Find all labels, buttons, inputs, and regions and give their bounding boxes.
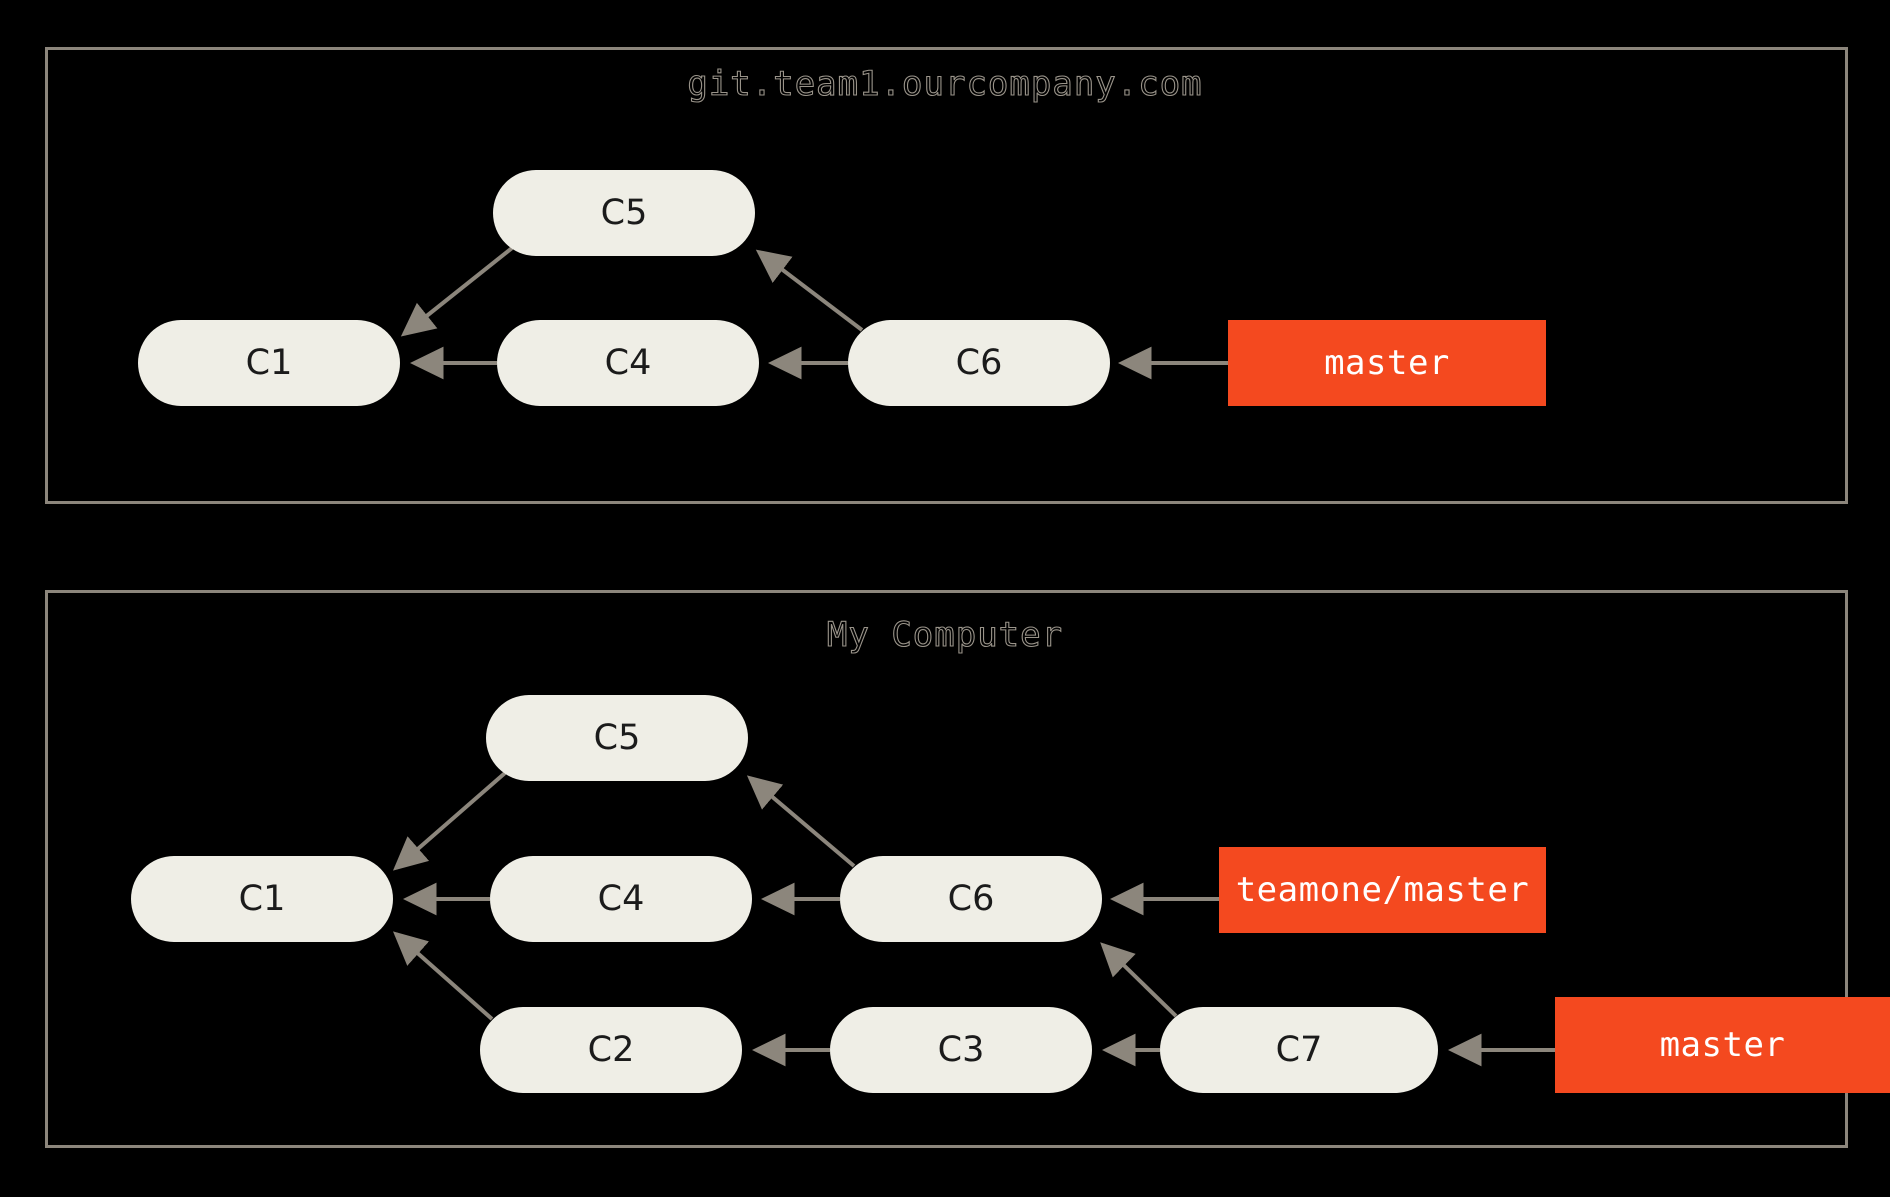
branch-label-master-local[interactable]: master — [1555, 997, 1890, 1093]
commit-label: C6 — [955, 343, 1003, 383]
panel-local-repository — [45, 590, 1848, 1148]
commit-label: C6 — [947, 879, 995, 919]
commit-label: C7 — [1275, 1030, 1323, 1070]
branch-label-master-remote[interactable]: master — [1228, 320, 1546, 406]
commit-label: C3 — [937, 1030, 985, 1070]
commit-node-c5-remote[interactable]: C5 — [493, 170, 755, 256]
branch-label-text: teamone/master — [1235, 870, 1530, 910]
panel-local-title: My Computer — [826, 614, 1064, 655]
commit-label: C4 — [604, 343, 652, 383]
commit-node-c3-local[interactable]: C3 — [830, 1007, 1092, 1093]
commit-node-c6-remote[interactable]: C6 — [848, 320, 1110, 406]
commit-node-c7-local[interactable]: C7 — [1160, 1007, 1438, 1093]
commit-label: C1 — [238, 879, 286, 919]
branch-label-teamone-master[interactable]: teamone/master — [1219, 847, 1546, 933]
branch-label-text: master — [1659, 1025, 1786, 1065]
commit-node-c4-remote[interactable]: C4 — [497, 320, 759, 406]
commit-node-c1-local[interactable]: C1 — [131, 856, 393, 942]
commit-label: C5 — [593, 718, 641, 758]
commit-label: C1 — [245, 343, 293, 383]
commit-label: C2 — [587, 1030, 635, 1070]
commit-label: C4 — [597, 879, 645, 919]
commit-node-c1-remote[interactable]: C1 — [138, 320, 400, 406]
commit-node-c5-local[interactable]: C5 — [486, 695, 748, 781]
branch-label-text: master — [1324, 343, 1450, 383]
panel-remote-title: git.team1.ourcompany.com — [687, 63, 1203, 104]
commit-label: C5 — [600, 193, 648, 233]
panel-remote-repository — [45, 47, 1848, 504]
commit-node-c4-local[interactable]: C4 — [490, 856, 752, 942]
commit-node-c6-local[interactable]: C6 — [840, 856, 1102, 942]
commit-node-c2-local[interactable]: C2 — [480, 1007, 742, 1093]
